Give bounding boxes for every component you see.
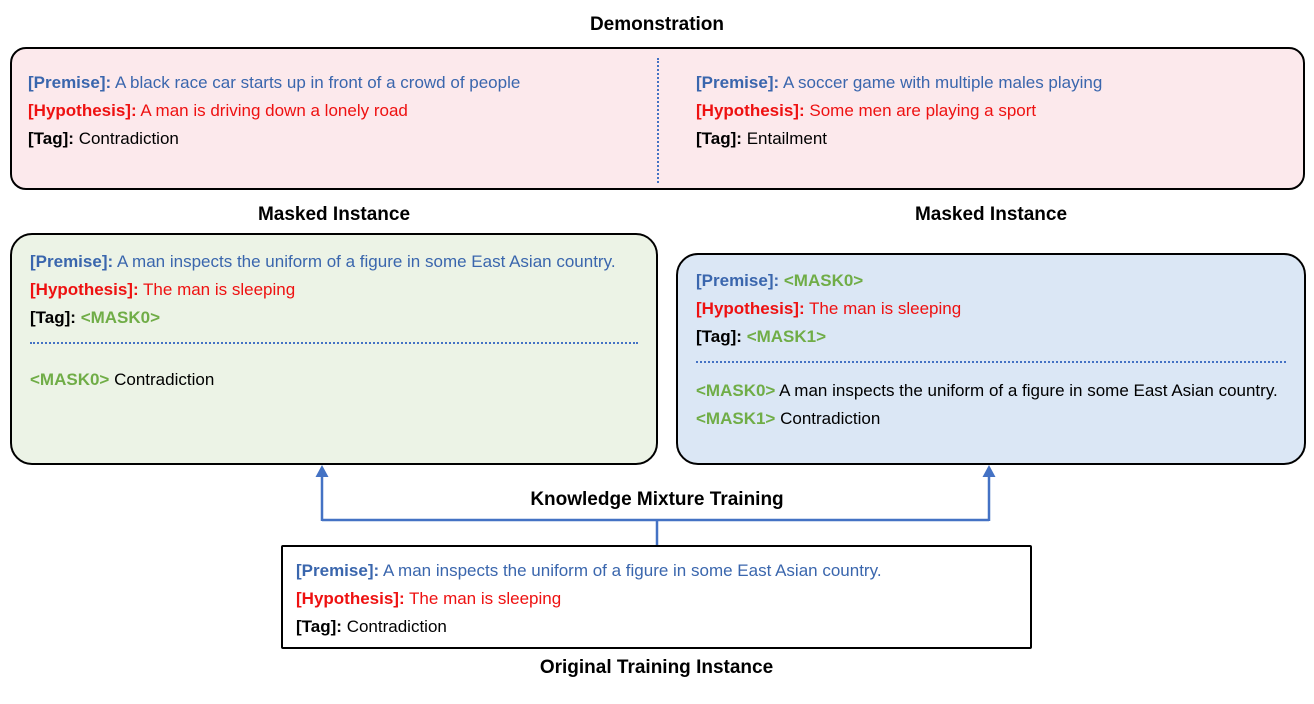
mask-token: <MASK1> (746, 327, 827, 346)
tag-text: Entailment (746, 129, 828, 148)
demo2-tag-line: [Tag]: Entailment (696, 125, 1292, 153)
answer-text: Contradiction (114, 370, 215, 389)
tag-label: [Tag]: (28, 129, 74, 148)
hypothesis-label: [Hypothesis]: (696, 299, 805, 318)
tag-label: [Tag]: (696, 129, 742, 148)
masked-left-premise-line: [Premise]: A man inspects the uniform of… (30, 248, 638, 276)
premise-label: [Premise]: (30, 252, 114, 271)
hypothesis-label: [Hypothesis]: (696, 101, 805, 120)
tag-label: [Tag]: (696, 327, 742, 346)
mask-token: <MASK0> (783, 271, 864, 290)
mask-token: <MASK1> (696, 409, 776, 428)
masked-right-hypothesis-line: [Hypothesis]: The man is sleeping (696, 295, 1286, 323)
masked-instance-left-box: [Premise]: A man inspects the uniform of… (10, 233, 658, 465)
arrowhead-up-right-icon (982, 465, 996, 477)
masked-left-hypothesis-line: [Hypothesis]: The man is sleeping (30, 276, 638, 304)
masked-right-premise-line: [Premise]: <MASK0> (696, 267, 1286, 295)
demo1-tag-line: [Tag]: Contradiction (28, 125, 632, 153)
dotted-horizontal-divider (696, 361, 1286, 363)
original-training-instance-box: [Premise]: A man inspects the uniform of… (281, 545, 1032, 649)
premise-text: A man inspects the uniform of a figure i… (116, 252, 616, 271)
masked-right-answer1-line: <MASK1> Contradiction (696, 405, 1286, 433)
demo-example-1: [Premise]: A black race car starts up in… (28, 69, 632, 153)
demo-example-2: [Premise]: A soccer game with multiple m… (696, 69, 1292, 153)
hypothesis-text: The man is sleeping (143, 280, 296, 299)
arrowhead-up-left-icon (315, 465, 329, 477)
answer-text: Contradiction (780, 409, 881, 428)
premise-label: [Premise]: (696, 73, 780, 92)
masked-instance-right-box: [Premise]: <MASK0> [Hypothesis]: The man… (676, 253, 1306, 465)
hypothesis-label: [Hypothesis]: (30, 280, 139, 299)
hypothesis-text: The man is sleeping (809, 299, 962, 318)
hypothesis-text: The man is sleeping (409, 589, 562, 608)
tag-text: Contradiction (346, 617, 447, 636)
masked-instance-left-title: Masked Instance (257, 204, 411, 225)
knowledge-mixture-training-title: Knowledge Mixture Training (530, 489, 784, 510)
tag-text: Contradiction (78, 129, 179, 148)
hypothesis-label: [Hypothesis]: (296, 589, 405, 608)
mask-token: <MASK0> (696, 381, 776, 400)
premise-label: [Premise]: (696, 271, 780, 290)
mask-token: <MASK0> (80, 308, 161, 327)
masked-left-tag-line: [Tag]: <MASK0> (30, 304, 638, 332)
answer-text: A man inspects the uniform of a figure i… (779, 381, 1278, 400)
original-hypothesis-line: [Hypothesis]: The man is sleeping (296, 585, 1017, 613)
hypothesis-label: [Hypothesis]: (28, 101, 137, 120)
premise-text: A man inspects the uniform of a figure i… (382, 561, 882, 580)
mask-token: <MASK0> (30, 370, 110, 389)
tag-label: [Tag]: (30, 308, 76, 327)
premise-label: [Premise]: (296, 561, 380, 580)
demo1-hypothesis-line: [Hypothesis]: A man is driving down a lo… (28, 97, 632, 125)
masked-instance-right-title: Masked Instance (914, 204, 1068, 225)
tag-label: [Tag]: (296, 617, 342, 636)
hypothesis-text: A man is driving down a lonely road (140, 101, 408, 120)
masked-right-tag-line: [Tag]: <MASK1> (696, 323, 1286, 351)
demo2-hypothesis-line: [Hypothesis]: Some men are playing a spo… (696, 97, 1292, 125)
premise-label: [Premise]: (28, 73, 112, 92)
demonstration-title: Demonstration (589, 14, 725, 35)
demo1-premise-line: [Premise]: A black race car starts up in… (28, 69, 632, 97)
dotted-horizontal-divider (30, 342, 638, 344)
original-tag-line: [Tag]: Contradiction (296, 613, 1017, 641)
hypothesis-text: Some men are playing a sport (809, 101, 1037, 120)
masked-right-answer0-line: <MASK0> A man inspects the uniform of a … (696, 377, 1286, 405)
premise-text: A black race car starts up in front of a… (114, 73, 521, 92)
dotted-vertical-divider (657, 58, 659, 183)
demo2-premise-line: [Premise]: A soccer game with multiple m… (696, 69, 1292, 97)
premise-text: A soccer game with multiple males playin… (782, 73, 1103, 92)
original-training-instance-caption: Original Training Instance (539, 657, 774, 678)
original-premise-line: [Premise]: A man inspects the uniform of… (296, 557, 1017, 585)
demonstration-box: [Premise]: A black race car starts up in… (10, 47, 1305, 190)
masked-left-answer-line: <MASK0> Contradiction (30, 366, 638, 394)
